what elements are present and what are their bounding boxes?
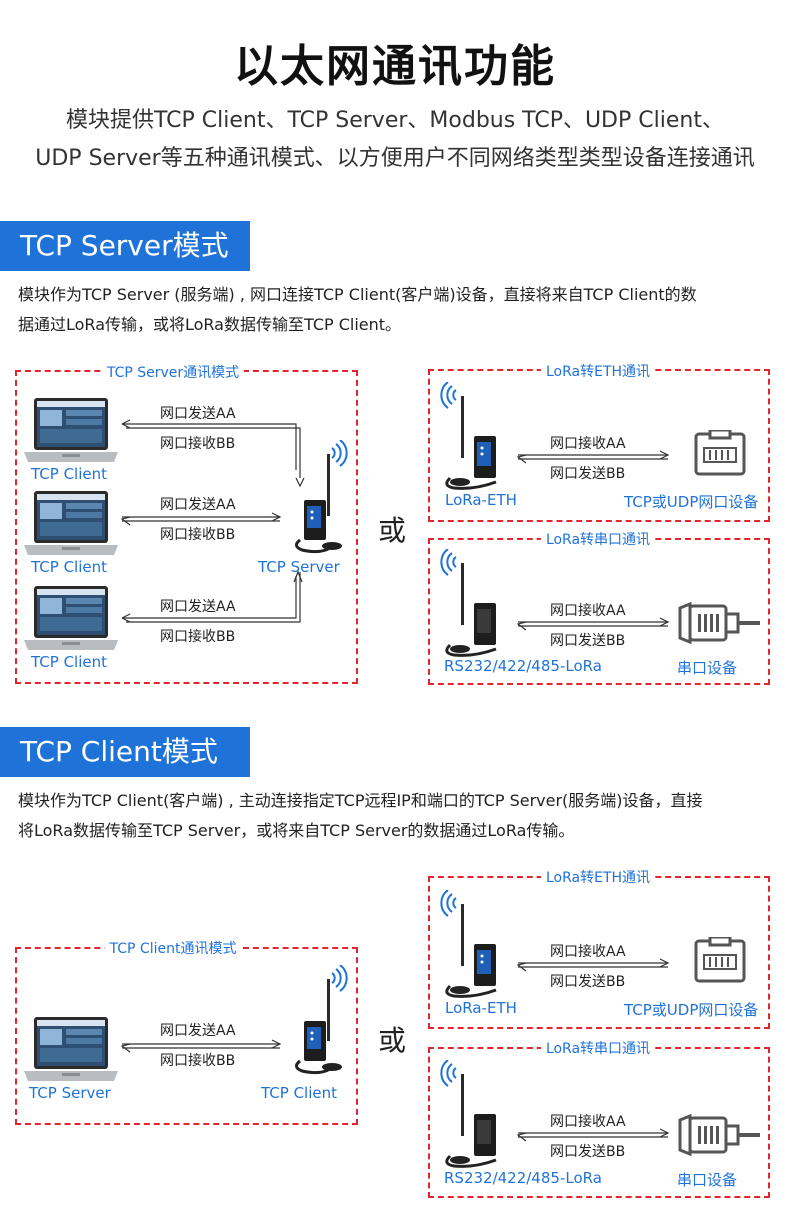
lora-module-icon: [440, 1059, 510, 1174]
or-text-2: 或: [378, 1024, 407, 1057]
tcp-client-label-2: TCP Client: [31, 558, 107, 576]
tcp-server-label: TCP Server: [258, 558, 340, 576]
client-send-label: 网口发送AA: [160, 1023, 236, 1039]
laptop-icon: [22, 584, 120, 656]
intro-line-2: UDP Server等五种通讯模式、以方便用户不同网络类型类型设备连接通讯: [35, 146, 755, 171]
rs-lora-label-1: RS232/422/485-LoRa: [444, 657, 602, 675]
tcp-server-banner: TCP Server模式: [0, 221, 250, 271]
serial-send-label-1: 网口发送BB: [550, 633, 626, 649]
lora-serial-box-title-2: LoRa转串口通讯: [540, 1038, 656, 1058]
lora-module-icon: [290, 964, 352, 1087]
tcp-server-desc-1: 模块作为TCP Server (服务端) , 网口连接TCP Client(客户…: [18, 285, 697, 304]
client-recv-label: 网口接收BB: [160, 1053, 236, 1069]
tcp-client-module-label: TCP Client: [261, 1084, 337, 1102]
serial-connector-icon: [678, 1113, 762, 1160]
lora-eth-label-2: LoRa-ETH: [445, 999, 517, 1017]
rj45-port-icon: [694, 935, 746, 987]
tcp-client-mode-title: TCP Client通讯模式: [104, 938, 242, 958]
serial-connector-icon: [678, 601, 762, 648]
eth-recv-label-2: 网口接收AA: [550, 944, 626, 960]
lora-eth-box-title-1: LoRa转ETH通讯: [540, 361, 656, 381]
or-text-1: 或: [378, 514, 407, 547]
lora-module-icon: [440, 889, 510, 1004]
rs-lora-label-2: RS232/422/485-LoRa: [444, 1169, 602, 1187]
tcp-server-pc-label: TCP Server: [29, 1084, 111, 1102]
tcp-client-desc-1: 模块作为TCP Client(客户端) , 主动连接指定TCP远程IP和端口的T…: [18, 791, 703, 810]
laptop-icon: [22, 489, 120, 561]
serial-recv-label-2: 网口接收AA: [550, 1114, 626, 1130]
tcp-server-mode-title: TCP Server通讯模式: [101, 362, 245, 382]
server-recv-label-1: 网口接收BB: [160, 436, 236, 452]
tcp-client-banner: TCP Client模式: [0, 727, 250, 777]
server-send-label-3: 网口发送AA: [160, 599, 236, 615]
lora-module-icon: [440, 381, 510, 496]
lora-module-icon: [440, 548, 510, 663]
serial-send-label-2: 网口发送BB: [550, 1144, 626, 1160]
laptop-icon: [22, 396, 120, 468]
server-recv-label-2: 网口接收BB: [160, 527, 236, 543]
tcp-udp-device-label-1: TCP或UDP网口设备: [624, 493, 759, 511]
serial-recv-label-1: 网口接收AA: [550, 603, 626, 619]
eth-recv-label-1: 网口接收AA: [550, 436, 626, 452]
tcp-client-desc-2: 将LoRa数据传输至TCP Server，或将来自TCP Server的数据通过…: [18, 821, 575, 840]
server-recv-label-3: 网口接收BB: [160, 629, 236, 645]
tcp-udp-device-label-2: TCP或UDP网口设备: [624, 1001, 759, 1019]
tcp-client-label-3: TCP Client: [31, 653, 107, 671]
tcp-server-desc-2: 据通过LoRa传输，或将LoRa数据传输至TCP Client。: [18, 315, 402, 334]
laptop-icon: [22, 1015, 120, 1087]
server-send-label-2: 网口发送AA: [160, 497, 236, 513]
lora-eth-box-title-2: LoRa转ETH通讯: [540, 867, 656, 887]
eth-send-label-1: 网口发送BB: [550, 466, 626, 482]
lora-serial-box-title-1: LoRa转串口通讯: [540, 529, 656, 549]
server-send-label-1: 网口发送AA: [160, 406, 236, 422]
rj45-port-icon: [694, 428, 746, 480]
lora-eth-label-1: LoRa-ETH: [445, 491, 517, 509]
tcp-client-label-1: TCP Client: [31, 465, 107, 483]
serial-device-label-2: 串口设备: [677, 1171, 738, 1189]
serial-device-label-1: 串口设备: [677, 659, 738, 677]
page-title: 以太网通讯功能: [234, 41, 556, 92]
intro-line-1: 模块提供TCP Client、TCP Server、Modbus TCP、UDP…: [66, 108, 724, 133]
eth-send-label-2: 网口发送BB: [550, 974, 626, 990]
lora-module-icon: [290, 439, 352, 562]
